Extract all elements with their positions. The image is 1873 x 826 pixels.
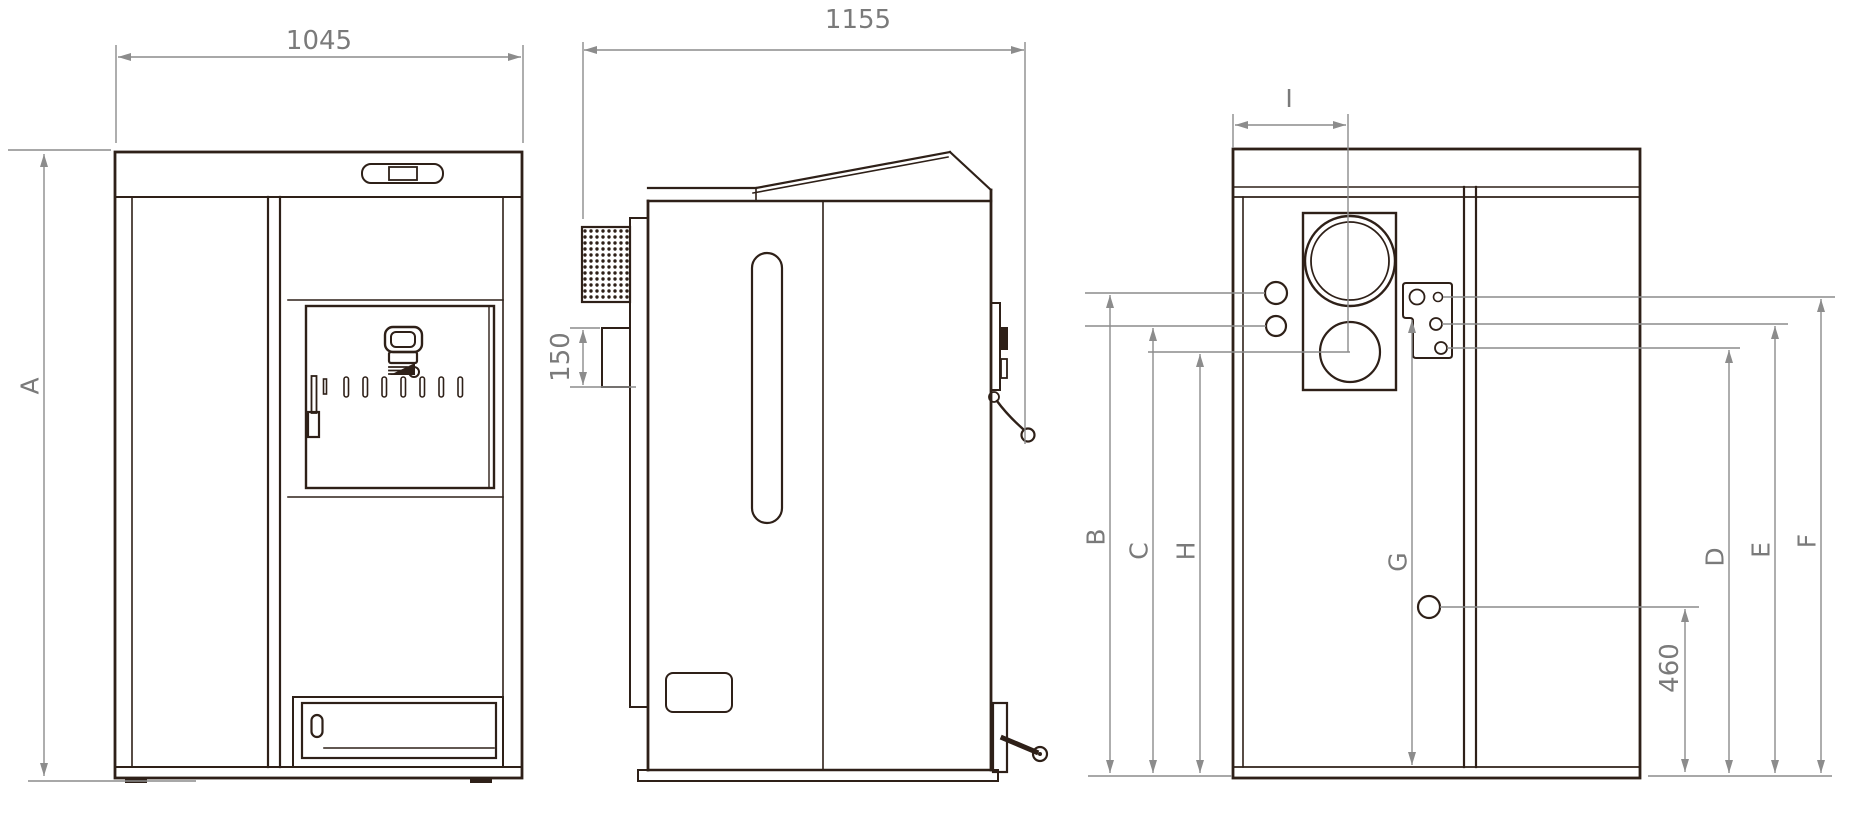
front-outline [113, 150, 524, 780]
hopper-divider [266, 195, 282, 769]
vent-tick [322, 378, 328, 395]
lower-hinge-handle [991, 701, 1049, 774]
flue-duct [601, 327, 631, 388]
lower-handle-knob [1031, 745, 1049, 763]
ash-drawer [292, 696, 504, 768]
dim-460-label: 460 [1655, 643, 1685, 693]
side-plinth [637, 769, 999, 782]
fire-door [304, 304, 496, 490]
door-latch [306, 375, 321, 439]
dim-d-label: D [1701, 547, 1730, 566]
flue-outlet-circle [1303, 214, 1397, 308]
door-handle [387, 350, 420, 378]
rear-dimensions: I B C H G D E F 460 [1082, 84, 1835, 777]
rating-plate [665, 672, 733, 713]
dim-150-label: 150 [546, 332, 576, 382]
side-vent-slot [750, 251, 784, 525]
drawer-handle [310, 713, 324, 739]
dim-1155-label: 1155 [825, 5, 891, 35]
dim-1045-label: 1045 [286, 26, 352, 56]
drain-socket-circle [1416, 594, 1442, 620]
front-foot-right [470, 778, 492, 783]
dim-g-label: G [1384, 552, 1413, 571]
control-display [388, 166, 418, 181]
side-view [580, 150, 1049, 782]
upper-hinge-handle [988, 302, 1036, 443]
control-panel [361, 163, 444, 184]
dim-i-label: I [1285, 84, 1292, 113]
front-view [113, 150, 524, 783]
bracket-plate [1402, 282, 1453, 359]
rear-outline [1231, 147, 1642, 780]
connection-panel [1301, 211, 1398, 392]
dim-h-label: H [1172, 542, 1201, 561]
vent-slots [343, 376, 464, 398]
air-intake-grille [580, 225, 632, 304]
upper-handle-knob [1020, 427, 1036, 443]
rear-view [1231, 147, 1642, 780]
dim-f-label: F [1793, 534, 1822, 548]
rear-divider [1462, 185, 1478, 769]
door-window [383, 325, 424, 354]
dim-b-label: B [1082, 528, 1111, 545]
hopper-lid-profile [646, 150, 993, 202]
dim-e-label: E [1747, 542, 1776, 558]
dim-c-label: C [1125, 542, 1154, 559]
dim-a-label: A [16, 377, 45, 394]
side-dimensions: 1155 150 [546, 5, 1026, 444]
water-connection-circles [1263, 280, 1289, 338]
front-dimensions: 1045 A [8, 26, 524, 782]
